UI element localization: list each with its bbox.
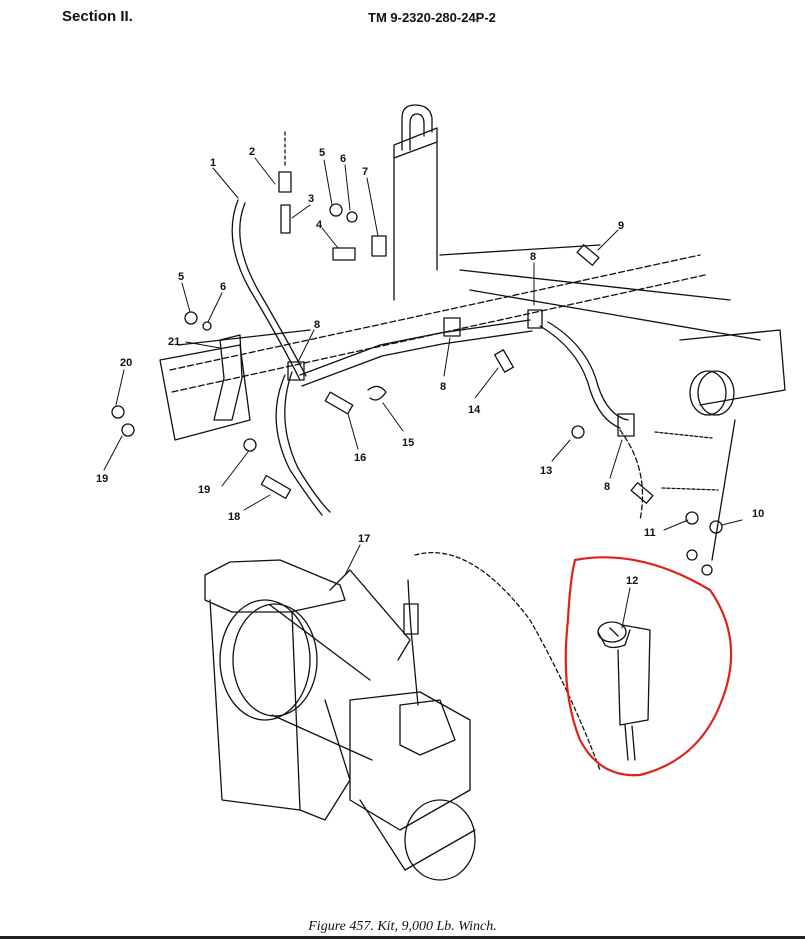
bracket [213,334,243,421]
callout-7: 7 [362,166,368,178]
connector-assembly [278,131,292,234]
frame-rail [159,244,786,441]
callout-8-lower: 8 [604,481,610,493]
remote-control-handle [597,621,651,761]
figure-caption: Figure 457. Kit, 9,000 Lb. Winch. [308,919,497,934]
mount-plate [689,370,735,416]
section-label: Section II. [62,8,133,25]
callout-19-mid: 19 [198,484,210,496]
leader-lines [103,157,743,629]
fasteners [111,203,736,576]
callout-2: 2 [249,146,255,158]
callout-10: 10 [752,508,764,520]
callout-5-left: 5 [178,271,184,283]
callout-13: 13 [540,465,552,477]
callout-8-left: 8 [314,319,320,331]
callout-1: 1 [210,157,216,169]
vertical-post [393,104,438,301]
callout-5-top: 5 [319,147,325,159]
callout-14: 14 [468,404,481,416]
winch-assembly [204,559,476,881]
callout-9: 9 [618,220,624,232]
manual-number: TM 9-2320-280-24P-2 [368,10,496,25]
callout-19-left: 19 [96,473,108,485]
callout-3: 3 [308,193,314,205]
callout-8-right: 8 [530,251,536,263]
bottom-rule [0,936,805,939]
callout-6-top: 6 [340,153,346,165]
callout-6-left: 6 [220,281,226,293]
callout-12: 12 [626,575,638,587]
callout-8-mid: 8 [440,381,446,393]
highlight-circle [564,556,733,777]
callout-16: 16 [354,452,366,464]
callout-4: 4 [316,219,323,231]
cable-routing [231,199,644,771]
callout-20: 20 [120,357,132,369]
callout-15: 15 [402,437,414,449]
clamps [287,309,635,437]
callout-21: 21 [168,336,180,348]
callout-17: 17 [358,533,370,545]
callout-18: 18 [228,511,240,523]
callout-11: 11 [644,527,656,539]
